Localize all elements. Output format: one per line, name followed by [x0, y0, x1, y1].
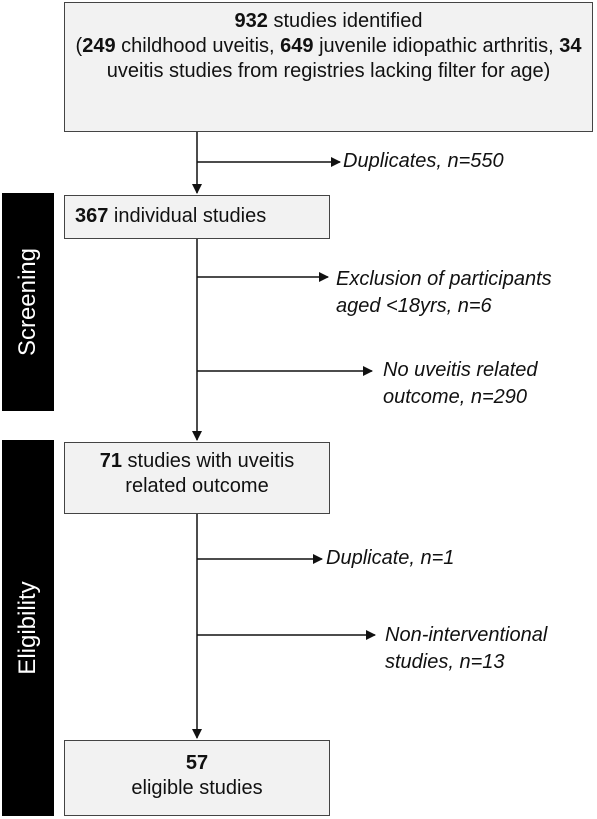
label-jia: juvenile idiopathic arthritis, — [313, 35, 560, 57]
stage-bar-screening: Screening — [2, 193, 54, 411]
count-eligible: 57 — [185, 752, 209, 774]
exclusion-non-interventional-line2: studies, n=13 — [385, 651, 505, 673]
count-jia: 649 — [280, 35, 314, 57]
stage-label-eligibility: Eligibility — [14, 581, 41, 675]
label-individual: individual studies — [108, 205, 267, 227]
box-studies-identified: 932 studies identified (249 childhood uv… — [64, 2, 593, 132]
exclusion-age-line2: aged <18yrs, n=6 — [336, 295, 492, 317]
exclusion-duplicate-text: Duplicate, n=1 — [326, 547, 455, 569]
paren-open: ( — [75, 35, 83, 57]
stage-bar-eligibility: Eligibility — [2, 440, 54, 816]
label-registries: uveitis studies from registries lacking … — [106, 60, 551, 82]
box-individual-studies: 367 individual studies — [64, 195, 330, 239]
label-uveitis-outcome: studies with uveitis related outcome — [121, 450, 295, 497]
count-individual: 367 — [75, 205, 109, 227]
count-identified: 932 — [234, 10, 268, 32]
count-uveitis-outcome: 71 — [99, 450, 122, 472]
box-eligible-studies: 57 eligible studies — [64, 740, 330, 816]
exclusion-no-outcome-line2: outcome, n=290 — [383, 386, 527, 408]
exclusion-no-outcome-line1: No uveitis related — [383, 359, 538, 381]
exclusion-duplicates: Duplicates, n=550 — [343, 148, 504, 175]
count-registries: 34 — [559, 35, 582, 57]
stage-label-screening: Screening — [14, 247, 41, 357]
label-eligible: eligible studies — [131, 777, 263, 799]
exclusion-age: Exclusion of participants aged <18yrs, n… — [336, 266, 552, 320]
exclusion-age-line1: Exclusion of participants — [336, 268, 552, 290]
box-uveitis-outcome: 71 studies with uveitis related outcome — [64, 442, 330, 514]
exclusion-non-interventional-line1: Non-interventional — [385, 624, 548, 646]
exclusion-duplicate: Duplicate, n=1 — [326, 545, 454, 572]
label-identified: studies identified — [267, 10, 423, 32]
exclusion-duplicates-text: Duplicates, n=550 — [343, 150, 504, 172]
label-childhood: childhood uveitis, — [115, 35, 281, 57]
exclusion-no-outcome: No uveitis related outcome, n=290 — [383, 357, 538, 411]
count-childhood: 249 — [82, 35, 116, 57]
exclusion-non-interventional: Non-interventional studies, n=13 — [385, 622, 547, 676]
